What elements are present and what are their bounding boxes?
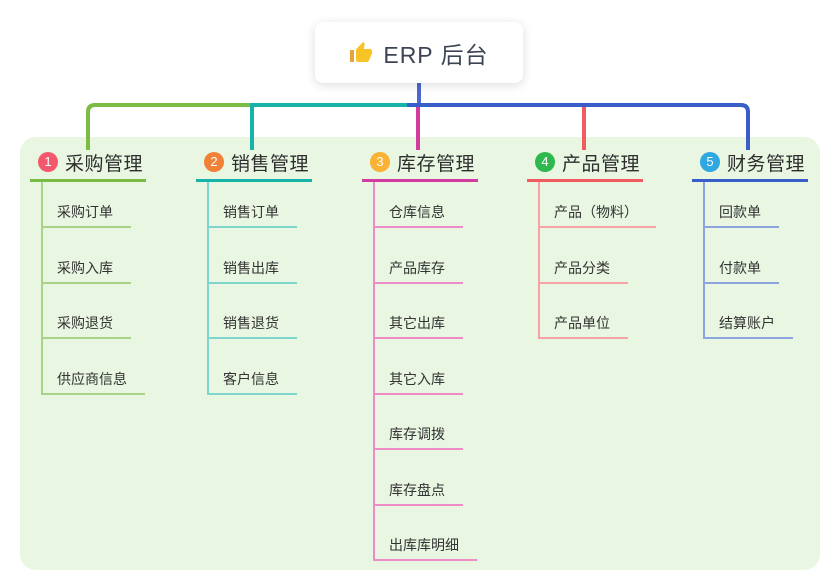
root-node[interactable]: ERP 后台	[315, 22, 523, 83]
branch-item: 采购入库	[43, 228, 146, 284]
branch-title[interactable]: 3 库存管理	[362, 150, 478, 182]
branch-item: 客户信息	[209, 339, 312, 395]
branch-item-label[interactable]: 库存调拨	[375, 424, 463, 450]
branch-number-badge: 2	[204, 152, 224, 172]
branch-title-label: 财务管理	[727, 153, 806, 175]
root-node-label: ERP 后台	[383, 41, 489, 68]
branch-item-label[interactable]: 库存盘点	[375, 480, 463, 506]
branch-title-label: 采购管理	[65, 153, 144, 175]
branch-product: 4 产品管理 产品（物料） 产品分类 产品单位	[527, 150, 656, 339]
branch-item: 库存盘点	[375, 450, 478, 506]
branch-inventory: 3 库存管理 仓库信息 产品库存 其它出库 其它入库 库存调拨 库存盘点 出库库…	[362, 150, 478, 561]
branch-number-badge: 3	[370, 152, 390, 172]
branch-item-label[interactable]: 仓库信息	[375, 202, 463, 228]
branch-item: 库存调拨	[375, 395, 478, 450]
branch-item-label[interactable]: 客户信息	[209, 369, 297, 395]
branch-number-badge: 1	[38, 152, 58, 172]
branch-item: 销售订单	[209, 182, 312, 228]
branch-item: 销售出库	[209, 228, 312, 284]
branch-item-label[interactable]: 产品（物料）	[540, 202, 656, 228]
branch-item: 其它入库	[375, 339, 478, 395]
branch-item: 销售退货	[209, 284, 312, 339]
branch-item-label[interactable]: 其它出库	[375, 313, 463, 339]
branch-item: 供应商信息	[43, 339, 146, 395]
branch-title-label: 库存管理	[397, 153, 476, 175]
branch-item: 其它出库	[375, 284, 478, 339]
branch-item: 采购订单	[43, 182, 146, 228]
branch-item-label[interactable]: 产品单位	[540, 313, 628, 339]
branch-item: 仓库信息	[375, 182, 478, 228]
branch-item-label[interactable]: 供应商信息	[43, 369, 145, 395]
branch-item: 出库库明细	[375, 506, 478, 561]
branch-item: 产品分类	[540, 228, 656, 284]
branch-item: 产品单位	[540, 284, 656, 339]
branch-item-label[interactable]: 其它入库	[375, 369, 463, 395]
branch-item-label[interactable]: 销售退货	[209, 313, 297, 339]
branch-title[interactable]: 1 采购管理	[30, 150, 146, 182]
branch-title[interactable]: 4 产品管理	[527, 150, 643, 182]
branch-item: 回款单	[705, 182, 808, 228]
branch-sales: 2 销售管理 销售订单 销售出库 销售退货 客户信息	[196, 150, 312, 395]
branch-number-badge: 4	[535, 152, 555, 172]
branch-item: 付款单	[705, 228, 808, 284]
branch-item: 产品（物料）	[540, 182, 656, 228]
branch-item: 采购退货	[43, 284, 146, 339]
branch-item-label[interactable]: 采购退货	[43, 313, 131, 339]
branch-title[interactable]: 2 销售管理	[196, 150, 312, 182]
branch-number-badge: 5	[700, 152, 720, 172]
branch-item-label[interactable]: 出库库明细	[375, 535, 477, 561]
branch-items: 仓库信息 产品库存 其它出库 其它入库 库存调拨 库存盘点 出库库明细	[373, 182, 478, 561]
branch-items: 产品（物料） 产品分类 产品单位	[538, 182, 656, 339]
branch-item-label[interactable]: 产品库存	[375, 258, 463, 284]
branch-items: 销售订单 销售出库 销售退货 客户信息	[207, 182, 312, 395]
branch-item-label[interactable]: 结算账户	[705, 313, 793, 339]
branch-item: 结算账户	[705, 284, 808, 339]
branch-title[interactable]: 5 财务管理	[692, 150, 808, 182]
group-panel	[20, 137, 820, 570]
branch-title-label: 产品管理	[562, 153, 641, 175]
branch-purchase: 1 采购管理 采购订单 采购入库 采购退货 供应商信息	[30, 150, 146, 395]
branch-item-label[interactable]: 付款单	[705, 258, 779, 284]
branch-item-label[interactable]: 销售订单	[209, 202, 297, 228]
branch-item: 产品库存	[375, 228, 478, 284]
branch-items: 回款单 付款单 结算账户	[703, 182, 808, 339]
branch-title-label: 销售管理	[231, 153, 310, 175]
branch-item-label[interactable]: 销售出库	[209, 258, 297, 284]
branch-item-label[interactable]: 采购入库	[43, 258, 131, 284]
thumbs-up-icon	[350, 41, 373, 62]
branch-item-label[interactable]: 回款单	[705, 202, 779, 228]
branch-item-label[interactable]: 采购订单	[43, 202, 131, 228]
branch-item-label[interactable]: 产品分类	[540, 258, 628, 284]
branch-finance: 5 财务管理 回款单 付款单 结算账户	[692, 150, 808, 339]
branch-items: 采购订单 采购入库 采购退货 供应商信息	[41, 182, 146, 395]
